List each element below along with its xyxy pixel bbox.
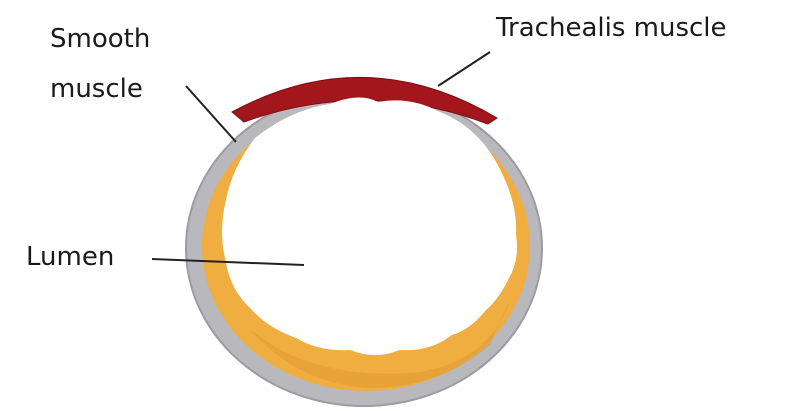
smooth-muscle-label-line2: muscle <box>50 74 143 104</box>
trachealis-muscle-label: Trachealis muscle <box>495 13 727 43</box>
smooth-muscle-label-line1: Smooth <box>50 24 150 54</box>
smooth-muscle-leader-line <box>186 86 236 142</box>
lumen-area <box>222 97 517 355</box>
lumen-label: Lumen <box>26 242 114 272</box>
trachealis-leader-line <box>438 52 490 86</box>
